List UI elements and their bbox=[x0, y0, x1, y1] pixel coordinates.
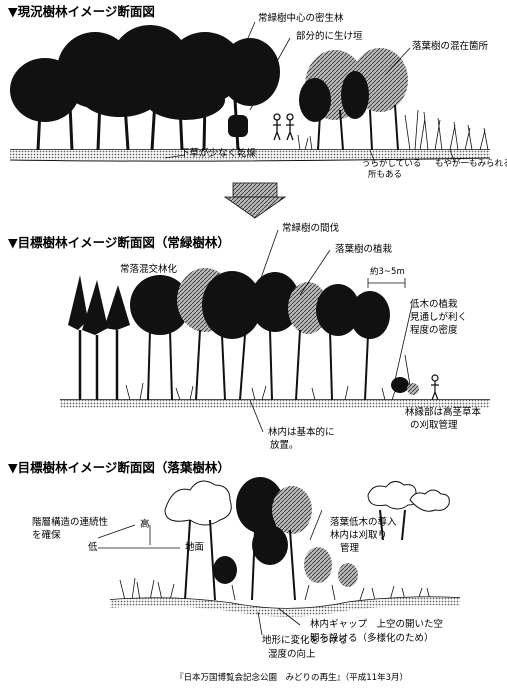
label-gap-line2: 間を設ける（多様化のため） bbox=[310, 633, 434, 644]
label-bare-line2: 所もある bbox=[368, 170, 403, 180]
label-edge-line2: の刈取管理 bbox=[410, 420, 458, 431]
transition-arrow bbox=[223, 182, 287, 219]
label-interior-line1: 林内は基本的に bbox=[268, 427, 335, 438]
label-evergreen-dense: 常緑樹中心の密生林 bbox=[258, 13, 344, 24]
label-gap-line1: 林内ギャップ 上空の開いた空 bbox=[310, 619, 444, 630]
panel1-title: ▼現況樹林イメージ断面図 bbox=[8, 4, 155, 19]
label-layer-line2: を確保 bbox=[32, 530, 61, 541]
label-shrub-intro-line2: 林内は刈取り bbox=[330, 530, 388, 541]
panel3-title: ▼目標樹林イメージ断面図（落葉樹林） bbox=[8, 460, 230, 475]
label-shrub-intro-line1: 落葉低木の導入 bbox=[330, 517, 397, 528]
label-evergreen-thinning: 常緑樹の間伐 bbox=[282, 223, 340, 234]
label-low: 低 bbox=[88, 542, 98, 553]
panel2-title: ▼目標樹林イメージ断面図（常緑樹林） bbox=[8, 235, 230, 250]
label-bare-line1: うらがしている bbox=[362, 159, 422, 169]
label-deciduous-mixed: 落葉樹の混在箇所 bbox=[412, 41, 489, 52]
label-some-visible: もやが一もみられる bbox=[435, 159, 507, 169]
label-high: 高 bbox=[140, 519, 150, 530]
label-shrub-line3: 程度の密度 bbox=[410, 325, 458, 336]
source-caption: 『日本万国博覧会記念公園 みどりの再生』（平成11年3月） bbox=[175, 673, 408, 683]
label-edge-line1: 林縁部は高茎草本 bbox=[405, 407, 482, 418]
panel2-trees bbox=[60, 229, 490, 433]
label-layer-line1: 階層構造の連続性 bbox=[32, 517, 109, 528]
label-shrub-intro-line3: 管理 bbox=[340, 543, 360, 554]
label-ground: 地面 bbox=[185, 542, 205, 553]
label-spacing: 約3~5m bbox=[370, 267, 405, 277]
panel1-trees bbox=[9, 21, 491, 164]
label-shrub-line1: 低木の植栽 bbox=[410, 299, 458, 310]
label-partial-hedge: 部分的に生け垣 bbox=[296, 31, 363, 42]
panel3-trees bbox=[97, 477, 461, 636]
label-interior-line2: 放置。 bbox=[270, 440, 299, 451]
label-mixed-forest: 常落混交林化 bbox=[120, 264, 178, 275]
label-shrub-line2: 見通しが利く bbox=[410, 312, 468, 323]
label-understory-scarce: 下草が少なく乾燥 bbox=[180, 148, 257, 159]
label-deciduous-planting: 落葉樹の植栽 bbox=[335, 244, 393, 255]
label-terrain-line1: 地形に変化をつける bbox=[262, 635, 348, 646]
label-terrain-line2: 湿度の向上 bbox=[268, 649, 316, 660]
